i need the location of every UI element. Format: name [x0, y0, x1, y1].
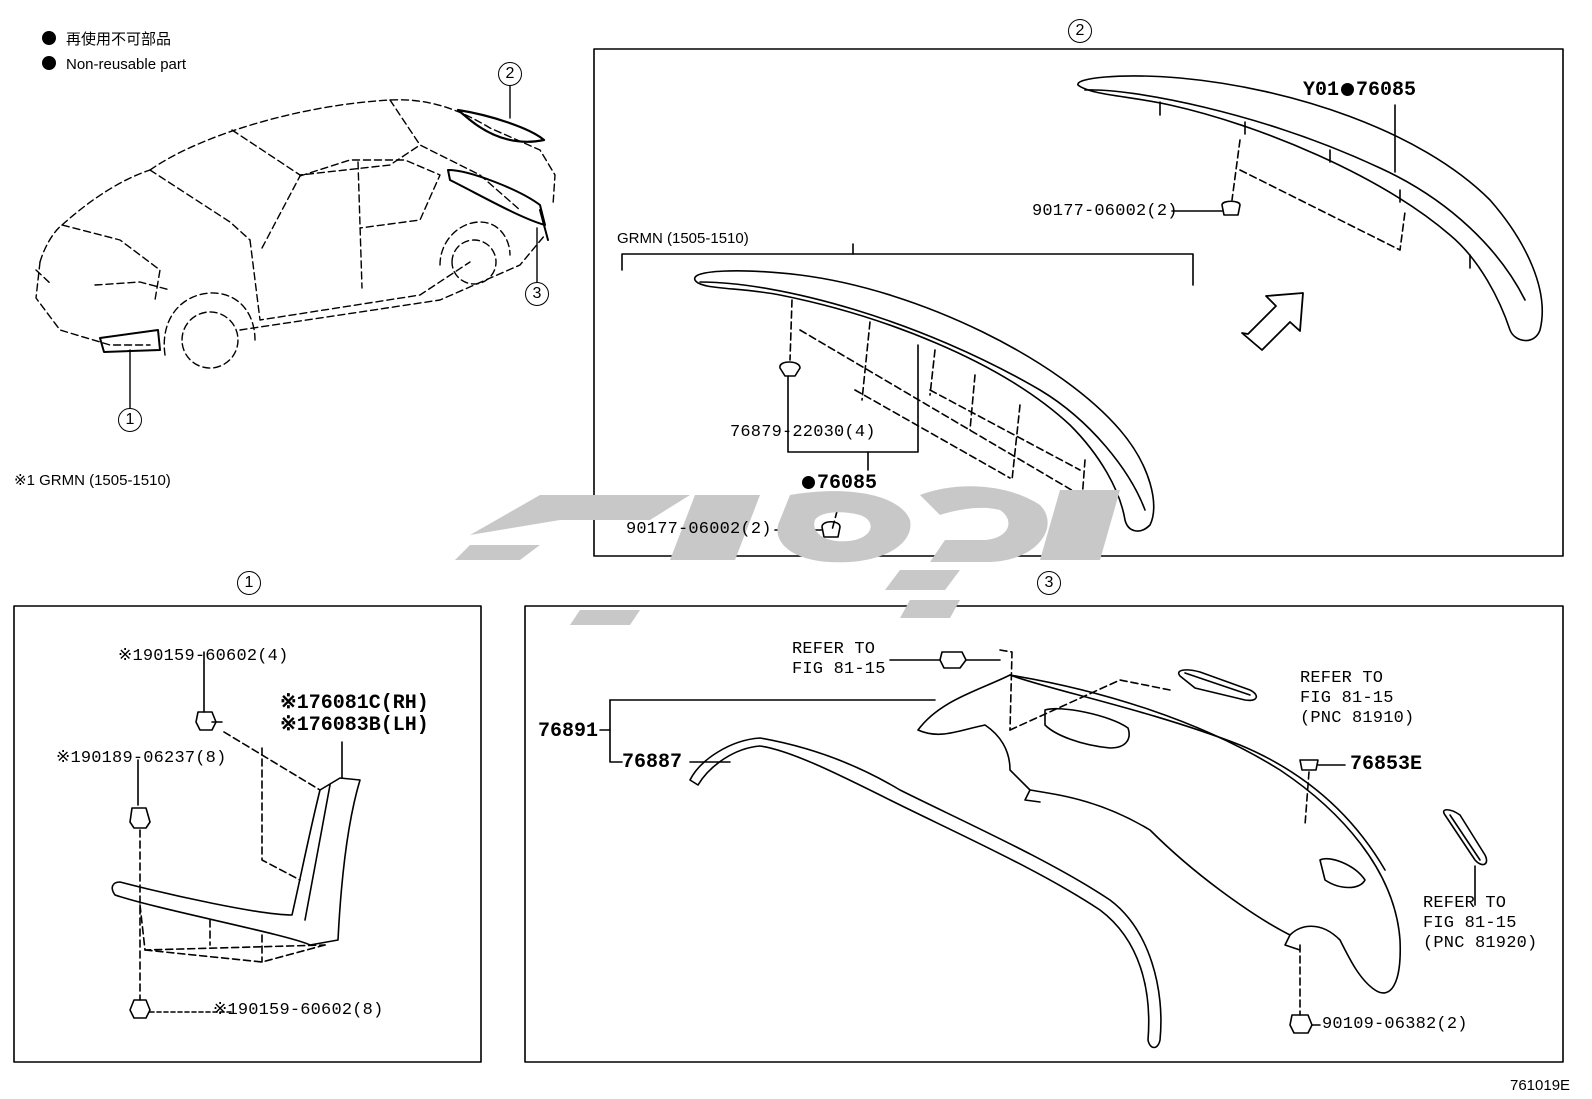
refer-b-line3[interactable]: (PNC 81910) — [1300, 709, 1415, 728]
non-reusable-dot-icon — [802, 476, 815, 489]
part-number: 76085 — [817, 472, 878, 495]
panel-3-header: 3 — [1037, 571, 1061, 595]
direction-arrow-icon — [1241, 292, 1304, 351]
callout-3-car[interactable]: 3 — [525, 282, 549, 306]
callout-1-car[interactable]: 1 — [118, 408, 142, 432]
legend-en-text: Non-reusable part — [66, 56, 187, 73]
refer-c-line3[interactable]: (PNC 81920) — [1423, 934, 1538, 953]
watermark-logo — [455, 486, 1120, 625]
callout-2-car[interactable]: 2 — [498, 62, 522, 86]
bolt-90159-top-label[interactable]: ※190159-60602(4) — [118, 647, 289, 666]
refer-b-line2[interactable]: FIG 81-15 — [1300, 689, 1394, 708]
part-76085-grmn[interactable]: 76085 — [800, 474, 877, 494]
part-number: 76085 — [1356, 79, 1417, 102]
legend-en: Non-reusable part — [42, 56, 186, 72]
figure-code: 761019E — [1510, 1077, 1571, 1094]
part-76085-y01[interactable]: Y01 76085 — [1303, 81, 1416, 101]
part-76891-label[interactable]: 76891 — [538, 720, 599, 743]
panel-frame-2 — [593, 48, 1564, 557]
grmn-range-label: GRMN (1505-1510) — [617, 230, 749, 247]
panel-frame-3 — [524, 605, 1564, 1063]
bolt-90109-label[interactable]: 90109-06382(2) — [1322, 1015, 1468, 1034]
grmn-note: ※1 GRMN (1505-1510) — [14, 472, 171, 489]
refer-b-line1[interactable]: REFER TO — [1300, 669, 1384, 688]
front-spoiler-shape — [111, 777, 361, 946]
refer-a-line1[interactable]: REFER TO — [792, 640, 876, 659]
legend-jp: 再使用不可部品 — [42, 31, 171, 47]
panel1-art — [111, 651, 361, 1019]
panel-1-header: 1 — [237, 571, 261, 595]
bolt-90159-bottom-label[interactable]: ※190159-60602(8) — [213, 1001, 384, 1020]
part-76853e-label[interactable]: 76853E — [1350, 753, 1423, 776]
part-76083b-lh-label[interactable]: ※176083B(LH) — [280, 714, 429, 737]
rear-spoiler-y01-shape — [1077, 75, 1544, 342]
bumper-trim-strip-shape — [689, 737, 1162, 1049]
refer-c-line1[interactable]: REFER TO — [1423, 894, 1507, 913]
non-reusable-dot-icon — [1341, 83, 1355, 96]
panel-2-header: 2 — [1068, 19, 1092, 43]
panel-frame-1 — [13, 605, 482, 1063]
clip-90189-label[interactable]: ※190189-06237(8) — [56, 749, 227, 768]
non-reusable-dot-icon — [42, 31, 56, 45]
refer-c-line2[interactable]: FIG 81-15 — [1423, 914, 1517, 933]
car-overview-icon — [35, 85, 556, 411]
panel3-art — [599, 649, 1488, 1049]
refer-a-line2[interactable]: FIG 81-15 — [792, 660, 886, 679]
non-reusable-dot-icon — [42, 56, 56, 70]
clip-90177-bottom-label[interactable]: 90177-06002(2) — [626, 520, 772, 539]
panel2-art — [621, 75, 1544, 538]
clip-90177-top-label[interactable]: 90177-06002(2) — [1032, 202, 1178, 221]
part-76081c-rh-label[interactable]: ※176081C(RH) — [280, 692, 429, 715]
clip-76879-label[interactable]: 76879-22030(4) — [730, 423, 876, 442]
part-76887-label[interactable]: 76887 — [622, 751, 683, 774]
color-code: Y01 — [1303, 79, 1340, 102]
rear-spoiler-grmn-shape — [694, 270, 1155, 532]
legend-jp-text: 再使用不可部品 — [66, 31, 172, 48]
